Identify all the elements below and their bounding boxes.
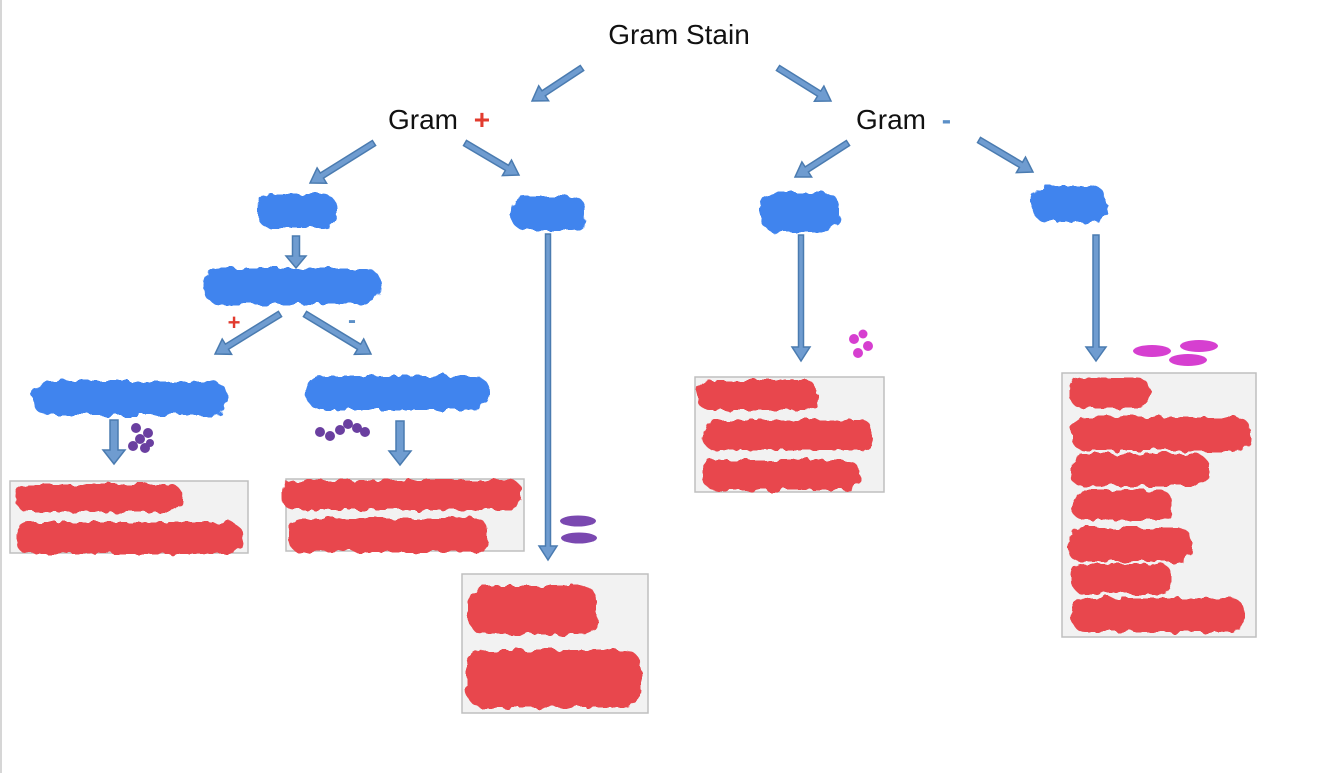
arrow-bacilli-neg-to-panel [1084,234,1108,363]
redacted-label-bacilli-positive [511,196,586,230]
redacted-label-bacilli-negative [1032,186,1107,222]
staph-cluster-icon [128,423,154,453]
redacted-text-bacilli-neg-line1 [1070,378,1150,408]
redacted-label-catalase [203,268,381,304]
arrow-positive-to-bacilli [462,139,521,177]
arrow-cocci-to-catalase [284,235,308,270]
arrow-title-to-gram-negative [775,64,833,102]
redacted-text-bacilli-neg-line7 [1072,598,1244,632]
redacted-blue-labels [32,186,1107,415]
branch-positive-sign: + [228,310,241,335]
rod-negative-icon [1133,340,1218,366]
arrows [101,64,1108,562]
redacted-text-cocci-neg-line1 [697,380,817,410]
gram-positive-sign: + [474,104,490,135]
arrow-bacilli-to-panel [537,233,559,562]
arrow-negative-to-bacilli [976,136,1035,174]
arrow-cocci-neg-to-panel [790,234,812,363]
arrow-catalase-to-strep [302,310,373,356]
gram-negative-sign: - [942,104,951,135]
arrow-strep-to-panel [387,420,413,467]
redacted-text-bacilli-neg-line3 [1070,454,1208,486]
redacted-label-cocci-positive [257,194,337,228]
redacted-text-staph-line1 [16,484,182,512]
redacted-text-bacilli-neg-line6 [1072,564,1172,594]
redacted-label-cocci-negative [760,192,840,232]
redacted-text-strep-line1 [282,480,522,510]
redacted-text-bacilli-neg-line2 [1072,417,1250,451]
strep-chain-icon [315,419,370,441]
gram-negative-label: Gram - [856,104,951,135]
redacted-text-staph-line2 [16,522,242,554]
redacted-red-text [16,378,1250,708]
cocci-negative-icon [849,329,873,358]
redacted-text-cocci-neg-line3 [703,460,859,490]
redacted-text-bacilli-line2 [466,650,642,708]
arrow-negative-to-cocci [793,139,851,178]
redacted-text-bacilli-neg-line4 [1072,490,1172,520]
redacted-label-streptococcus [306,376,490,410]
redacted-text-cocci-neg-line2 [703,420,873,450]
arrow-title-to-gram-positive [530,64,585,102]
arrow-catalase-to-staph [213,310,283,356]
gram-positive-word: Gram [388,104,458,135]
redacted-text-bacilli-neg-line5 [1068,528,1192,562]
redacted-text-strep-line2 [288,518,488,552]
arrow-staph-to-panel [101,419,127,466]
arrow-positive-to-cocci [308,139,377,184]
redacted-label-staphylococcus [32,381,228,415]
diagram-title: Gram Stain [608,19,750,50]
gram-positive-label: Gram + [388,104,490,135]
redacted-text-bacilli-line1 [468,586,598,634]
branch-negative-sign: - [348,307,356,334]
rod-positive-icon [560,515,597,544]
gram-negative-word: Gram [856,104,926,135]
